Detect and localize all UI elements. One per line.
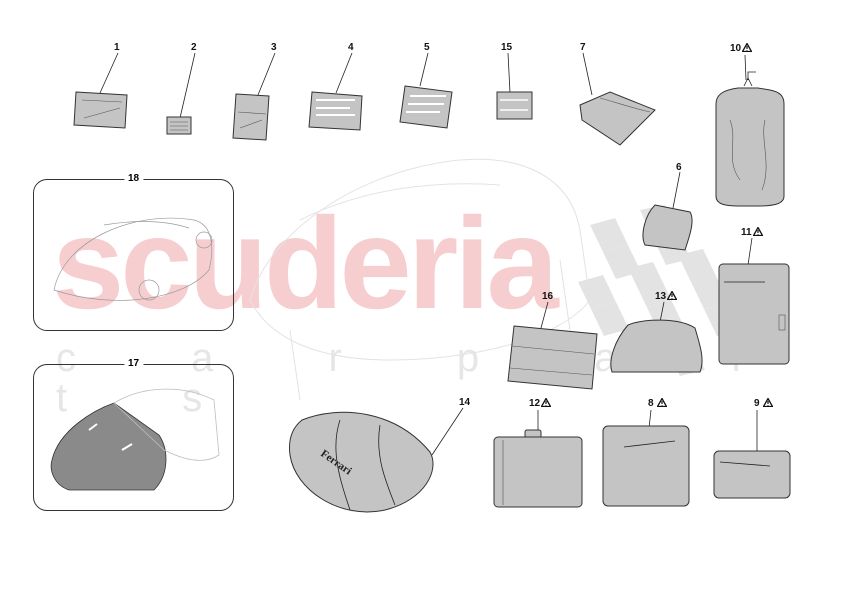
frame-17-front-cover: 17 <box>33 358 234 511</box>
callout-12: 12 <box>529 398 552 409</box>
part-11-trolley <box>718 263 790 365</box>
warning-icon <box>763 398 774 407</box>
part-16-manual-folder <box>507 325 598 390</box>
callout-7: 7 <box>580 42 586 53</box>
part-10-garment-bag <box>715 71 785 207</box>
callout-10: 10 <box>730 43 753 54</box>
watermark-brand: scuderia <box>52 190 559 336</box>
part-13-soft-bag <box>610 319 703 373</box>
warning-icon <box>752 227 763 236</box>
warning-icon <box>667 291 678 300</box>
part-9-suitcase <box>713 450 791 499</box>
part-8-suitcase <box>602 425 690 507</box>
callout-6: 6 <box>676 162 682 173</box>
part-3-folder <box>232 93 270 141</box>
car-sketch-17 <box>50 388 220 491</box>
frame-18-indoor-cover: 18 <box>33 173 234 331</box>
callout-16: 16 <box>542 291 554 302</box>
part-12-briefcase <box>493 429 583 508</box>
callout-13: 13 <box>655 291 678 302</box>
callout-14: 14 <box>459 397 471 408</box>
callout-11: 11 <box>741 227 763 238</box>
callout-2: 2 <box>191 42 197 53</box>
part-14-duffel-bag: Ferrari <box>289 411 434 513</box>
callout-9: 9 <box>754 398 774 409</box>
callout-15: 15 <box>501 42 513 53</box>
part-2-card <box>166 116 192 135</box>
part-15-card-holder <box>496 91 533 120</box>
part-5-booklet <box>399 85 453 129</box>
warning-icon <box>742 43 753 52</box>
callout-1: 1 <box>114 42 120 53</box>
callout-5: 5 <box>424 42 430 53</box>
callout-3: 3 <box>271 42 277 53</box>
part-6-cover-bag <box>642 204 693 251</box>
callout-4: 4 <box>348 42 354 53</box>
part-7-pouch <box>579 91 656 146</box>
callout-8: 8 <box>648 398 668 409</box>
car-sketch-18 <box>53 217 213 301</box>
callout-18: 18 <box>123 173 144 185</box>
warning-icon <box>541 398 552 407</box>
part-4-booklet <box>308 91 363 131</box>
warning-icon <box>657 398 668 407</box>
part-1-document-wallet <box>73 91 128 129</box>
callout-17: 17 <box>123 358 144 370</box>
